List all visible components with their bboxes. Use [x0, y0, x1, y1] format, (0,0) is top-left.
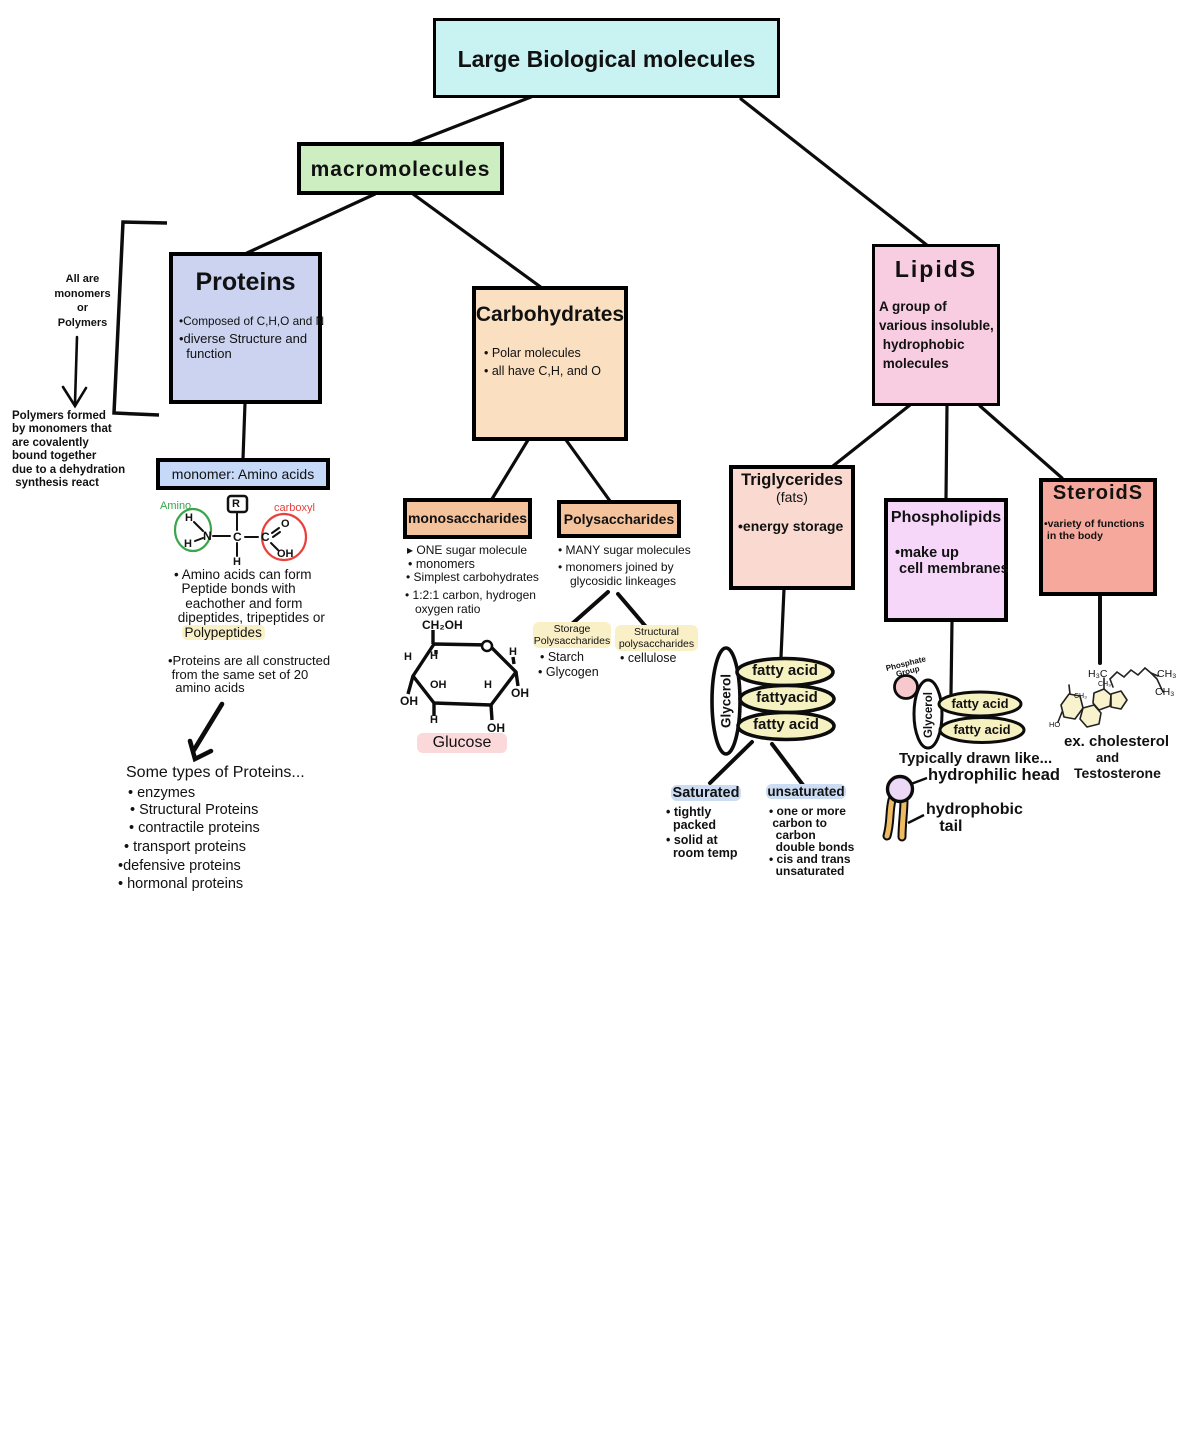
- svg-text:Glycerol: Glycerol: [719, 674, 734, 728]
- svg-text:Glycerol: Glycerol: [923, 692, 935, 738]
